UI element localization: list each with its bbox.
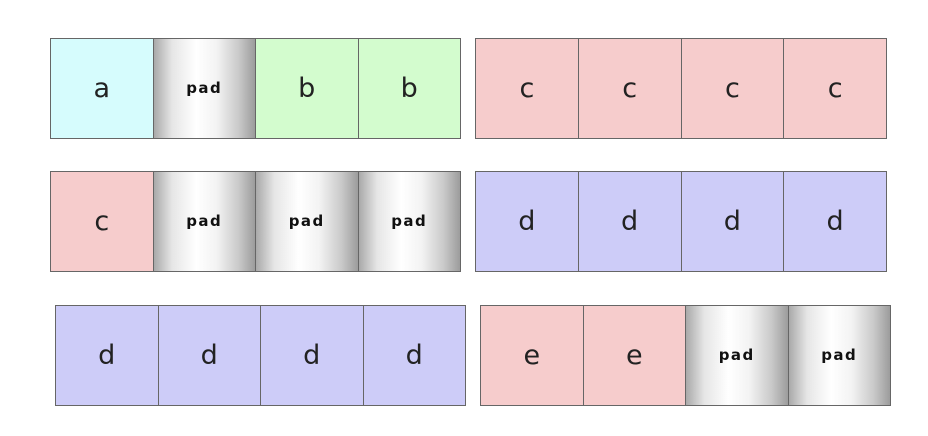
pad-cell: pad bbox=[358, 172, 460, 271]
pad-cell: pad bbox=[153, 172, 256, 271]
block-strip-4: d d d d bbox=[475, 171, 887, 272]
block-cell-d: d bbox=[158, 306, 261, 405]
block-cell-e: e bbox=[481, 306, 584, 405]
pad-cell: pad bbox=[788, 306, 890, 405]
pad-cell: pad bbox=[256, 172, 359, 271]
block-cell-d: d bbox=[261, 306, 364, 405]
block-cell-d: d bbox=[578, 172, 682, 271]
block-cell-d: d bbox=[56, 306, 159, 405]
block-cell-e: e bbox=[583, 306, 686, 405]
block-cell-c: c bbox=[476, 39, 579, 138]
block-cell-a: a bbox=[51, 39, 154, 138]
block-cell-c: c bbox=[578, 39, 682, 138]
block-cell-b: b bbox=[256, 39, 359, 138]
block-strip-5: d d d d bbox=[55, 305, 466, 406]
block-strip-3: c pad pad pad bbox=[50, 171, 461, 272]
block-cell-c: c bbox=[681, 39, 785, 138]
block-strip-2: c c c c bbox=[475, 38, 887, 139]
pad-cell: pad bbox=[153, 39, 256, 138]
block-cell-c: c bbox=[784, 39, 886, 138]
block-cell-d: d bbox=[681, 172, 785, 271]
block-strip-6: e e pad pad bbox=[480, 305, 891, 406]
pad-cell: pad bbox=[686, 306, 789, 405]
block-strip-1: a pad b b bbox=[50, 38, 461, 139]
block-cell-d: d bbox=[476, 172, 579, 271]
block-cell-d: d bbox=[784, 172, 886, 271]
block-cell-d: d bbox=[363, 306, 465, 405]
block-cell-c: c bbox=[51, 172, 154, 271]
block-cell-b: b bbox=[358, 39, 460, 138]
